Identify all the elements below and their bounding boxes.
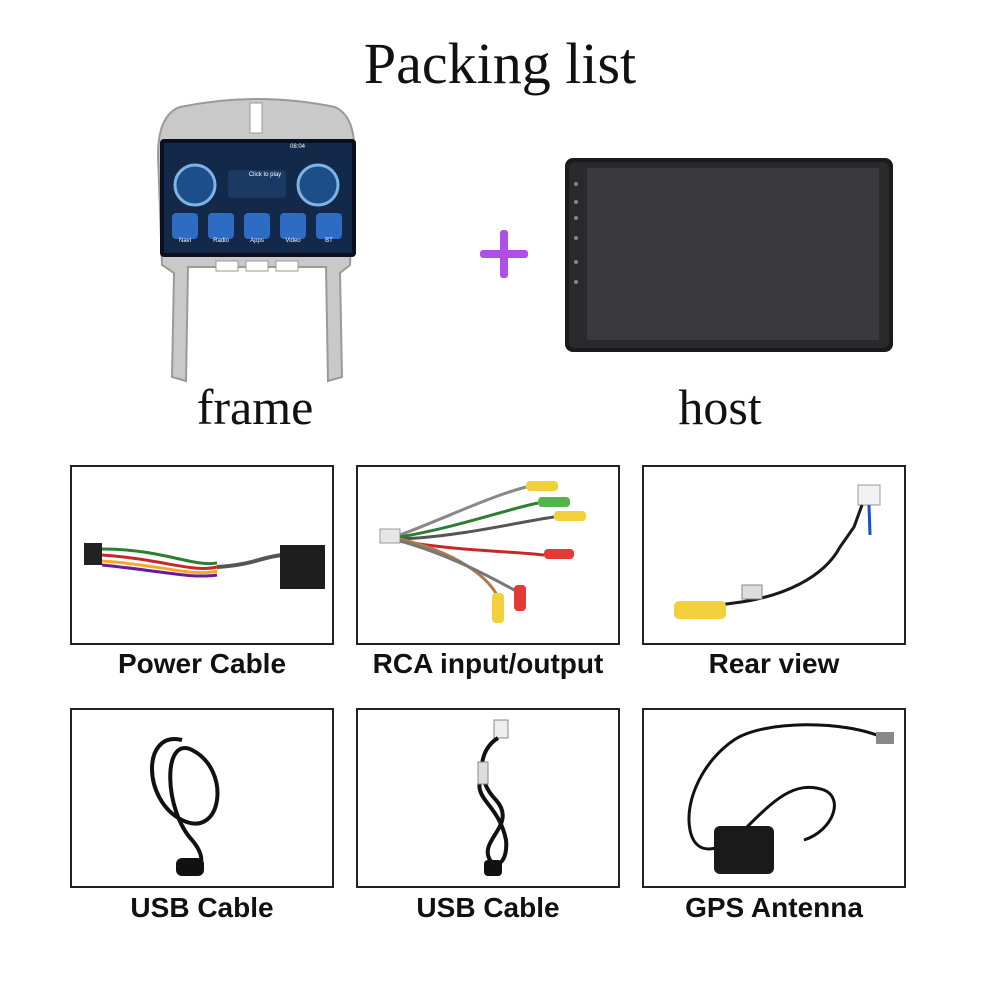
frame-app-label: Video bbox=[285, 238, 301, 244]
frame-app-label: Radio bbox=[213, 238, 229, 244]
usb-cable-2-caption: USB Cable bbox=[416, 892, 560, 923]
host-label: host bbox=[678, 379, 762, 435]
frame-status-time: 08:04 bbox=[290, 144, 306, 150]
power-cable-image bbox=[84, 543, 325, 589]
rear-view-caption: Rear view bbox=[708, 648, 840, 679]
rca-caption: RCA input/output bbox=[372, 648, 604, 679]
frame-media-text: Click to play bbox=[248, 172, 282, 178]
frame-app-labels: Navi Radio Apps Video BT bbox=[172, 238, 368, 248]
power-cable-caption: Power Cable bbox=[117, 648, 287, 679]
usb-cable-2-image bbox=[477, 719, 509, 876]
frame-app-label: Navi bbox=[178, 238, 191, 244]
usb-cable-2-box bbox=[356, 708, 620, 888]
usb-cable-1-box bbox=[70, 708, 334, 888]
usb-cable-1-caption: USB Cable bbox=[130, 892, 274, 923]
host-image bbox=[565, 158, 893, 352]
rca-image bbox=[379, 481, 586, 623]
rear-view-box bbox=[642, 465, 906, 645]
rear-view-image bbox=[674, 484, 881, 619]
gps-antenna-image bbox=[687, 723, 894, 874]
frame-app-label: Apps bbox=[250, 238, 264, 244]
gps-antenna-box bbox=[642, 708, 906, 888]
plus-icon bbox=[478, 228, 530, 280]
frame-app-label: BT bbox=[325, 238, 333, 244]
page-title: Packing list bbox=[363, 31, 637, 96]
gps-antenna-caption: GPS Antenna bbox=[685, 892, 863, 923]
frame-image bbox=[150, 95, 365, 385]
power-cable-box bbox=[70, 465, 334, 645]
usb-cable-1-image bbox=[150, 737, 220, 876]
frame-label: frame bbox=[196, 379, 314, 435]
rca-box bbox=[356, 465, 620, 645]
